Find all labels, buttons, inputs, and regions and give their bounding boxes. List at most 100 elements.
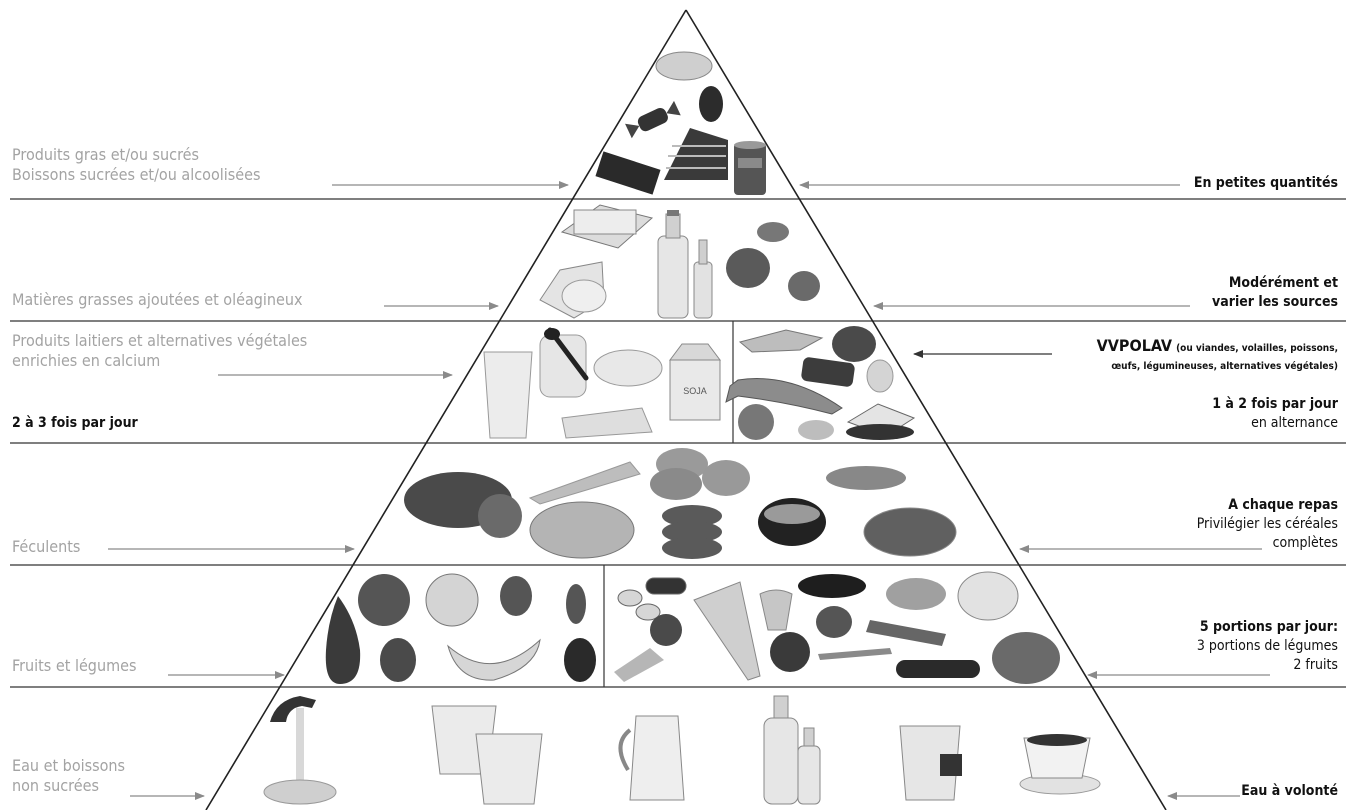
oil-bottle-small-icon xyxy=(694,240,712,318)
butter-dish-icon xyxy=(562,205,652,248)
advice-protein-heading: VVPOLAV (ou viandes, volailles, poissons… xyxy=(1097,338,1338,375)
advice-sweets: En petites quantités xyxy=(1194,174,1338,193)
kiwi-icon xyxy=(500,576,532,616)
green-beans-icon xyxy=(866,620,946,646)
water-jug-icon xyxy=(620,716,684,800)
drink-illustrations xyxy=(264,696,1100,804)
lentils-icon xyxy=(738,404,774,440)
cashew-icon xyxy=(757,222,789,242)
cake-slice-icon xyxy=(664,128,728,180)
potato-3-icon xyxy=(702,460,750,496)
salad-plate-icon xyxy=(864,508,956,556)
label-sweets-line-1: Produits gras et/ou sucrés xyxy=(12,145,260,165)
coffee-cup-icon xyxy=(1020,734,1100,794)
soup-bowl-icon xyxy=(958,572,1018,620)
dairy-illustrations: SOJA xyxy=(484,328,720,438)
potato-2-icon xyxy=(650,468,702,500)
label-dairy: Produits laitiers et alternatives végéta… xyxy=(12,331,307,371)
rice-bowl-icon xyxy=(758,498,826,546)
leek-icon xyxy=(694,582,760,680)
grapes-icon xyxy=(566,584,586,624)
fats-illustrations xyxy=(540,205,820,318)
advice-sweets-line-1: En petites quantités xyxy=(1194,174,1338,193)
tea-glass-icon xyxy=(900,726,962,800)
yogurt-jar-icon xyxy=(540,328,586,397)
cheese-wedge-icon xyxy=(562,408,652,438)
round-bread-icon xyxy=(530,502,634,558)
advice-fats-line-2: varier les sources xyxy=(1212,293,1338,312)
carton-label: SOJA xyxy=(683,386,707,396)
label-starch-line-1: Féculents xyxy=(12,537,80,557)
advice-fruits-veg-line-2: 3 portions de légumes xyxy=(1197,637,1338,656)
grain-pile-icon xyxy=(826,466,906,490)
nut-icon xyxy=(562,280,606,312)
label-dairy-line-2: enrichies en calcium xyxy=(12,351,307,371)
beans-icon xyxy=(798,420,834,440)
eggplant-icon xyxy=(798,574,866,598)
lettuce-icon xyxy=(816,606,852,638)
plum-icon xyxy=(564,638,596,682)
advice-starch-line-1: A chaque repas xyxy=(1197,496,1338,515)
meat-steak-icon xyxy=(832,326,876,362)
grated-carrot-icon xyxy=(886,578,946,610)
advice-fruits-veg-line-1: 5 portions par jour: xyxy=(1197,618,1338,637)
advice-fats-line-1: Modérément et xyxy=(1212,274,1338,293)
carrot-slices-icon xyxy=(614,648,664,682)
label-dairy-frequency: 2 à 3 fois par jour xyxy=(12,413,138,433)
tomato-icon xyxy=(650,614,682,646)
label-fats-line-1: Matières grasses ajoutées et oléagineux xyxy=(12,290,303,310)
oil-bottle-large-icon xyxy=(658,210,688,318)
advice-water: Eau à volonté xyxy=(1241,782,1338,801)
advice-water-line-1: Eau à volonté xyxy=(1241,782,1338,801)
soda-can-icon xyxy=(734,141,766,195)
advice-protein: 1 à 2 fois par jour en alternance xyxy=(1212,395,1338,433)
banana-icon xyxy=(448,640,540,680)
label-sweets: Produits gras et/ou sucrés Boissons sucr… xyxy=(12,145,260,185)
label-fruits-veg: Fruits et légumes xyxy=(12,656,136,676)
cheese-wheel-icon xyxy=(594,350,662,386)
fruit-illustrations xyxy=(326,574,596,684)
protein-heading-title: VVPOLAV xyxy=(1097,336,1172,355)
hazelnut-icon xyxy=(788,271,820,301)
broccoli-icon xyxy=(770,632,810,672)
zucchini-icon xyxy=(896,660,980,678)
advice-protein-line-2: en alternance xyxy=(1212,414,1338,433)
water-glass-2-icon xyxy=(476,734,542,804)
milk-glass-icon xyxy=(484,352,532,438)
protein-heading-note-1: (ou viandes, volailles, poissons, xyxy=(1176,343,1338,354)
label-starch: Féculents xyxy=(12,537,80,557)
sweets-illustrations xyxy=(595,52,766,195)
tap-water-icon xyxy=(264,696,336,804)
water-bottle-small-icon xyxy=(798,728,820,804)
meat-piece-icon xyxy=(801,356,856,387)
advice-starch-line-2: Privilégier les céréales xyxy=(1197,515,1338,534)
vegetable-illustrations xyxy=(614,572,1060,684)
whipped-cream-icon xyxy=(656,52,712,80)
cabbage-icon xyxy=(992,632,1060,684)
advice-starch-line-3: complètes xyxy=(1197,534,1338,553)
protein-heading-note-2: œufs, légumineuses, alternatives végétal… xyxy=(1111,361,1338,372)
label-water-line-1: Eau et boissons xyxy=(12,756,125,776)
gummy-bear-icon xyxy=(699,86,723,122)
label-fruits-veg-line-1: Fruits et légumes xyxy=(12,656,136,676)
advice-fats: Modérément et varier les sources xyxy=(1212,274,1338,312)
orange-icon xyxy=(426,574,478,626)
label-water-line-2: non sucrées xyxy=(12,776,125,796)
pepper-icon xyxy=(760,590,792,630)
bread-slice-icon xyxy=(478,494,522,538)
starch-illustrations xyxy=(404,448,956,559)
cucumber-slices-icon xyxy=(618,578,686,620)
chicken-leg-icon xyxy=(740,330,822,352)
fish-icon xyxy=(726,379,842,414)
label-dairy-line-1: Produits laitiers et alternatives végéta… xyxy=(12,331,307,351)
carrot-icon xyxy=(818,648,892,660)
tofu-icon xyxy=(846,404,914,440)
advice-fruits-veg-line-3: 2 fruits xyxy=(1197,656,1338,675)
rice-cakes-icon xyxy=(662,505,722,559)
chocolate-bar-icon xyxy=(595,151,660,194)
label-fats: Matières grasses ajoutées et oléagineux xyxy=(12,290,303,310)
apple-icon xyxy=(358,574,410,626)
strawberry-icon xyxy=(380,638,416,682)
pyramid-left-edge xyxy=(206,10,686,810)
